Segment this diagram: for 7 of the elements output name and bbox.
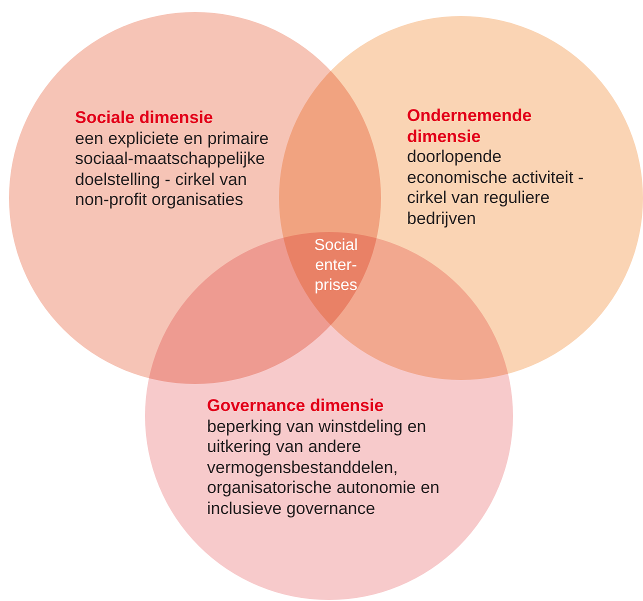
circle-heading: Governance dimensie [207, 396, 385, 416]
circle-heading: Ondernemende dimensie [407, 106, 533, 147]
circle-description: beperking van winstdeling en uitkering van andere vermogensbestanddelen, organisatorische autonomie en inclusieve governance [207, 416, 440, 519]
circle-description: een expliciete en primaire sociaal-maatschappelijke doelstelling - cirkel van non-profit organisaties [75, 128, 270, 210]
circle-description: doorlopende economische activiteit - cirkel van reguliere bedrijven [407, 147, 585, 229]
circle-heading: Sociale dimensie [75, 108, 214, 128]
intersection-label: Social enter- prises [313, 236, 359, 296]
